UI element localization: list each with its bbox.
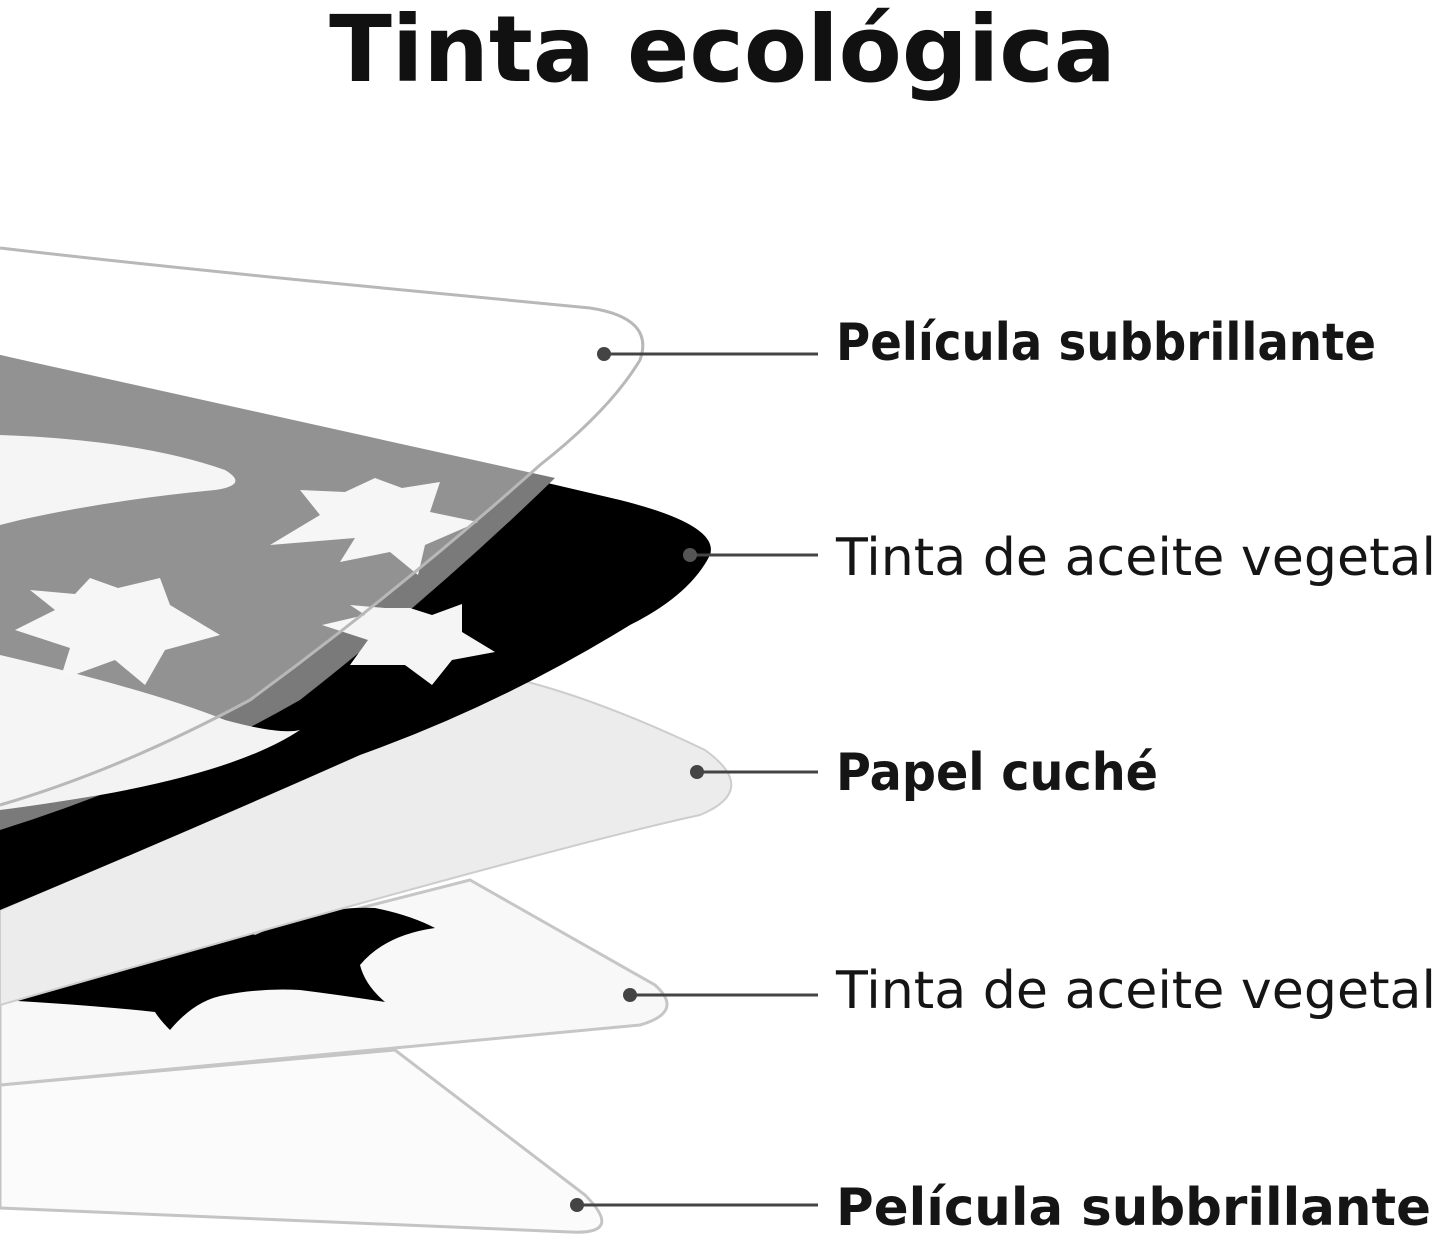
leader-line <box>570 1198 818 1212</box>
leader-line <box>683 548 818 562</box>
layer-label-paper: Papel cuché <box>836 743 1158 803</box>
bottom-ink-print <box>0 907 435 1030</box>
layer-label-bottom-ink: Tinta de aceite vegetal <box>835 961 1436 1021</box>
paper-layer <box>0 678 733 1007</box>
star-shape <box>322 604 495 685</box>
layer-label-top-ink: Tinta de aceite vegetal <box>835 528 1436 588</box>
top-film-layer <box>0 246 645 807</box>
star-shape <box>15 578 220 685</box>
ink-cutout-crescent <box>0 655 300 810</box>
layer-label-bottom-film: Película subbrillante <box>836 1178 1431 1238</box>
layer-label-top-film: Película subbrillante <box>836 313 1376 373</box>
bottom-film-layer <box>0 1048 604 1234</box>
page-title: Tinta ecológica <box>329 0 1116 103</box>
leader-line <box>597 347 818 361</box>
star-shape <box>270 478 478 575</box>
leader-line <box>690 765 818 779</box>
leader-line <box>623 988 818 1002</box>
ink-cutout-curve <box>0 435 236 525</box>
